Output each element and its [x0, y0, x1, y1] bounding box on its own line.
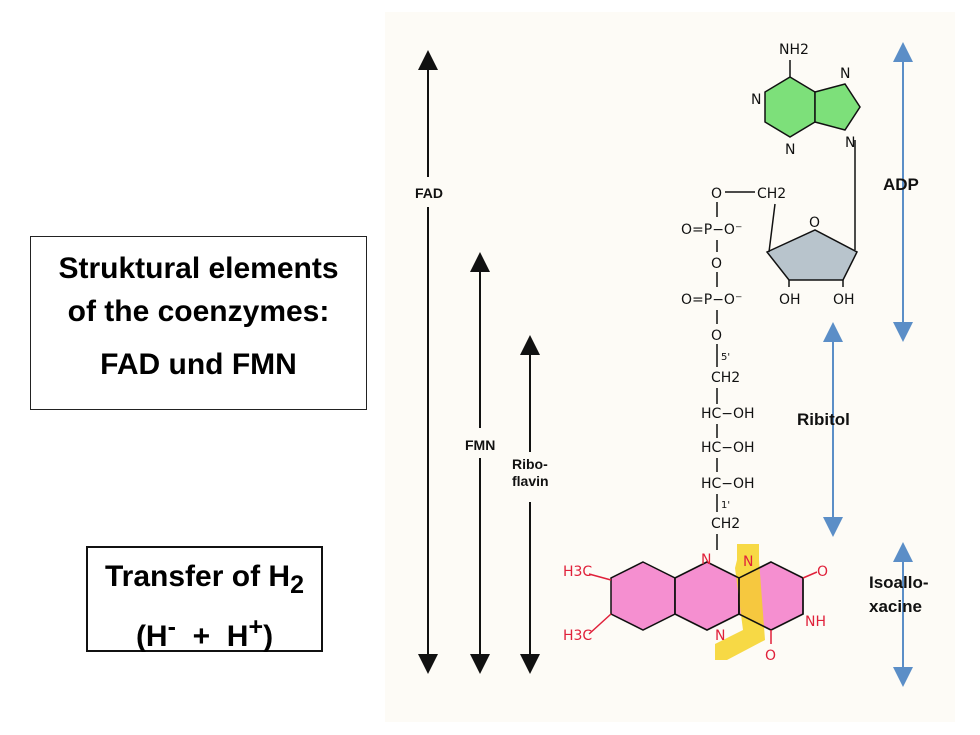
fad-label: FAD	[415, 185, 443, 201]
structural-line-2: of the coenzymes:	[67, 295, 330, 328]
structure-svg: FAD FMN Ribo- flavin NH2 N N N N O OH OH…	[415, 42, 929, 687]
isoalloxazine-label-2: xacine	[869, 597, 922, 616]
riboflavin-label-2: flavin	[512, 473, 549, 489]
ribitol-label: Ribitol	[797, 410, 850, 429]
h3c-label: H3C	[563, 628, 592, 644]
transfer-box: Transfer of H2 (H- + H+)	[86, 546, 323, 653]
transfer-close: )	[263, 620, 274, 653]
fad-structure-diagram: FAD FMN Ribo- flavin NH2 N N N N O OH OH…	[385, 12, 955, 722]
transfer-minus: -	[167, 613, 176, 641]
nh2-label: NH2	[779, 42, 809, 58]
o-label: O	[711, 328, 722, 344]
transfer-plus: +	[248, 613, 264, 641]
n5-label: N	[715, 628, 725, 644]
ribose-o-label: O	[809, 215, 820, 231]
n-label: N	[840, 66, 850, 82]
transfer-line-2: (H- + H+)	[135, 613, 274, 653]
transfer-highlight	[715, 544, 765, 660]
c4-o-label: O	[765, 648, 776, 664]
nh-label: NH	[805, 614, 826, 630]
h3c-label: H3C	[563, 564, 592, 580]
ch2-label: CH2	[757, 186, 786, 202]
phosphate-1-label: O=P−O⁻	[681, 222, 742, 238]
n10-label: N	[701, 552, 711, 568]
oh-label: OH	[779, 292, 801, 308]
phosphate-2-label: O=P−O⁻	[681, 292, 742, 308]
structural-elements-box: Struktural elements of the coenzymes: FA…	[30, 236, 367, 410]
riboflavin-label-1: Ribo-	[512, 456, 548, 472]
n-label: N	[785, 142, 795, 158]
five-prime-label: 5'	[721, 352, 730, 363]
oh-label: OH	[833, 292, 855, 308]
hc-oh-label: HC−OH	[701, 476, 755, 492]
adenine-ring	[764, 76, 861, 138]
isoalloxazine-label-1: Isoallo-	[869, 573, 929, 592]
n-label: N	[751, 92, 761, 108]
ribose-ring	[765, 229, 858, 281]
o-label: O	[711, 256, 722, 272]
o-label: O	[711, 186, 722, 202]
fmn-label: FMN	[465, 437, 495, 453]
adp-label: ADP	[883, 175, 919, 194]
hc-oh-label: HC−OH	[701, 440, 755, 456]
structural-line-3: FAD und FMN	[100, 348, 297, 381]
isoalloxazine-ring	[610, 561, 804, 631]
n1-label: N	[743, 554, 753, 570]
transfer-line-1: Transfer of H2	[88, 556, 321, 606]
transfer-sub: 2	[290, 571, 304, 599]
one-prime-label: 1'	[721, 500, 730, 511]
hc-oh-label: HC−OH	[701, 406, 755, 422]
c2-o-label: O	[817, 564, 828, 580]
transfer-open: (H	[135, 620, 168, 653]
ch2-label: CH2	[711, 516, 740, 532]
n-label: N	[845, 135, 855, 151]
structural-line-1: Struktural elements	[58, 252, 339, 285]
ch2-label: CH2	[711, 370, 740, 386]
transfer-prefix: Transfer of H	[105, 560, 291, 593]
transfer-plus-sep: + H	[175, 620, 249, 653]
